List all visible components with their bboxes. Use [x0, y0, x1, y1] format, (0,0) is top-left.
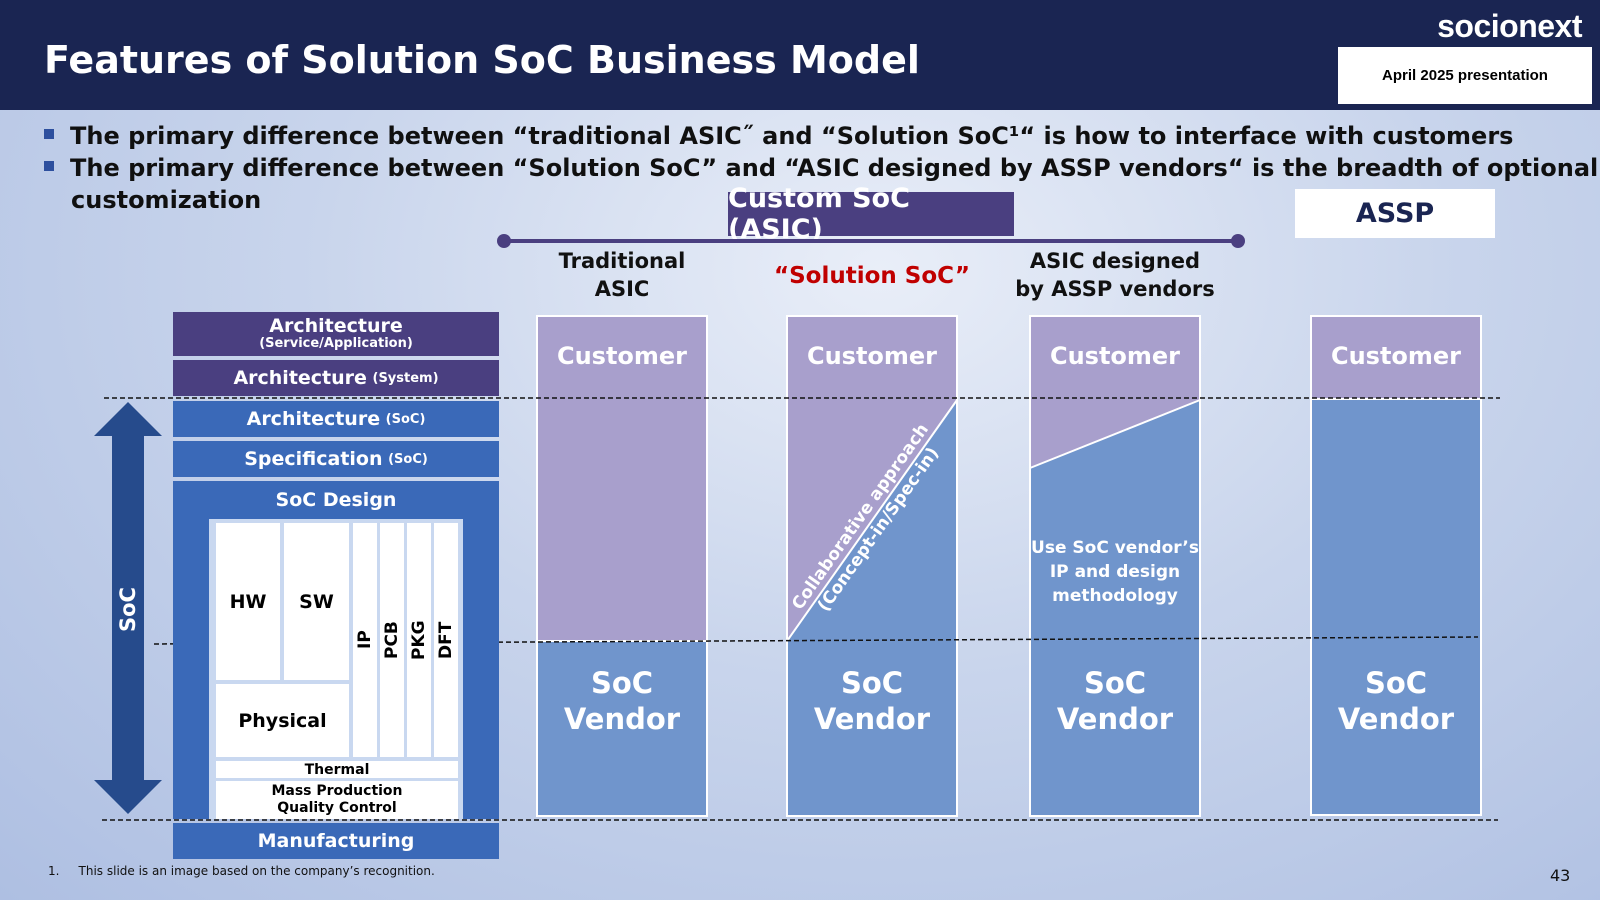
- block-mass-production: Mass Production Quality Control: [216, 781, 458, 819]
- block-thermal: Thermal: [216, 761, 458, 778]
- block-pkg: PKG: [407, 523, 431, 757]
- asspv-vendor-wedge: [1030, 400, 1200, 816]
- stack-arch-system: Architecture (System): [173, 360, 499, 396]
- block-hw: HW: [216, 523, 280, 680]
- stack-arch-service: Architecture (Service/Application): [173, 312, 499, 356]
- stack-arch-soc: Architecture (SoC): [173, 401, 499, 437]
- sol-vendor-wedge: [787, 400, 957, 816]
- block-sw: SW: [284, 523, 349, 680]
- company-logo: socionext: [1437, 8, 1582, 44]
- bullet-1: The primary difference between “traditio…: [44, 120, 1513, 152]
- use-ip-text: Use SoC vendor’s IP and design methodolo…: [1031, 538, 1199, 606]
- block-ip: IP: [353, 523, 377, 757]
- customer-label-assp: Customer: [1330, 342, 1462, 370]
- customer-label-sol: Customer: [806, 342, 938, 370]
- footnote: 1. This slide is an image based on the c…: [48, 864, 435, 878]
- customer-label-asspv: Customer: [1049, 342, 1181, 370]
- page-number: 43: [1550, 866, 1571, 885]
- range-start-dot: [497, 234, 511, 248]
- trad-customer-block: [536, 315, 708, 642]
- col-head-traditional: Traditional ASIC: [558, 249, 686, 301]
- stack-spec-soc: Specification (SoC): [173, 441, 499, 477]
- col-head-solution: “Solution SoC”: [773, 263, 970, 289]
- date-box: April 2025 presentation: [1336, 45, 1594, 106]
- range-end-dot: [1231, 234, 1245, 248]
- bullet-square-icon: [44, 129, 54, 139]
- assp-banner: ASSP: [1295, 189, 1495, 238]
- customer-label-trad: Customer: [556, 342, 688, 370]
- block-pcb: PCB: [380, 523, 404, 757]
- soc-design-label: SoC Design: [275, 489, 397, 511]
- trad-vendor-block: [536, 640, 708, 817]
- soc-axis-label: SoC: [116, 587, 140, 633]
- assp-customer-block: [1310, 315, 1482, 400]
- stack-manufacturing: Manufacturing: [173, 823, 499, 859]
- col-head-asspv: ASIC designed by ASSP vendors: [1015, 249, 1215, 301]
- bullet-2-cont: customization: [71, 186, 262, 214]
- soc-double-arrow-icon: [94, 402, 162, 814]
- block-dft: DFT: [434, 523, 458, 757]
- page-title: Features of Solution SoC Business Model: [44, 38, 920, 82]
- block-physical: Physical: [216, 684, 349, 757]
- bullet-square-icon: [44, 161, 54, 171]
- assp-vendor-block: [1310, 398, 1482, 816]
- bullet-2: The primary difference between “Solution…: [44, 152, 1598, 184]
- header-bar: [0, 0, 1600, 110]
